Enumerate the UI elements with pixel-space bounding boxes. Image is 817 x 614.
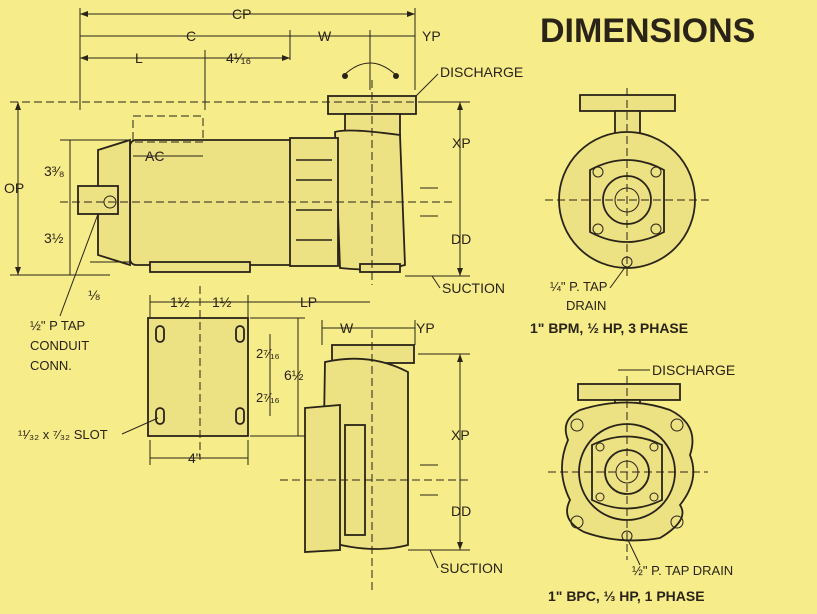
suction-label-top: SUCTION xyxy=(442,280,505,296)
dd-label-top: DD xyxy=(451,231,471,247)
suction-label-bottom: SUCTION xyxy=(440,560,503,576)
bpc-caption: 1" BPC, ⅓ HP, 1 PHASE xyxy=(548,588,705,604)
w-label-bottom: W xyxy=(340,320,354,336)
dd-label-bottom: DD xyxy=(451,503,471,519)
left-dimension-lines xyxy=(10,102,130,276)
l-label: L xyxy=(135,50,143,66)
tap-drain-line-1: ¼" P. TAP xyxy=(550,279,607,294)
tap-drain-line-2: DRAIN xyxy=(566,298,606,313)
fraction-3-3-8: 3³⁄₈ xyxy=(44,163,65,179)
fraction-1-1-2-a: 1½ xyxy=(170,294,190,310)
op-label: OP xyxy=(4,180,24,196)
bpm-caption: 1" BPM, ½ HP, 3 PHASE xyxy=(530,320,688,336)
fraction-4-1-16: 4¹⁄₁₆ xyxy=(226,50,251,66)
yp-label-top: YP xyxy=(422,28,441,44)
ac-label: AC xyxy=(145,148,164,164)
fraction-3-1-2: 3½ xyxy=(44,230,64,246)
discharge-label-top: DISCHARGE xyxy=(440,64,523,80)
xp-label-top: XP xyxy=(452,135,471,151)
xp-label-bottom: XP xyxy=(451,427,470,443)
lp-label: LP xyxy=(300,294,317,310)
w-label-top: W xyxy=(318,28,332,44)
page-title: DIMENSIONS xyxy=(540,12,755,50)
right-dimension-lines-top xyxy=(405,101,470,277)
base-plate xyxy=(147,286,370,465)
c-label: C xyxy=(186,28,196,44)
four-inch-label: 4" xyxy=(188,450,201,466)
bpm-front-view xyxy=(545,88,712,280)
yp-label-bottom: YP xyxy=(416,320,435,336)
fraction-1-8: ⅛ xyxy=(88,287,100,303)
fraction-1-1-2-b: 1½ xyxy=(212,294,232,310)
fraction-6-1-2: 6½ xyxy=(284,367,304,383)
fraction-2-7-16-a: 2⁷⁄₁₆ xyxy=(256,346,280,361)
bolt-arc xyxy=(342,62,398,77)
conduit-line-1: ½" P TAP xyxy=(30,318,85,333)
tap-drain-bottom: ½" P. TAP DRAIN xyxy=(632,563,733,578)
slot-label: ¹¹⁄₃₂ x ⁷⁄₃₂ SLOT xyxy=(18,427,108,442)
pump-side-view xyxy=(77,95,417,273)
bpc-front-view xyxy=(548,376,708,560)
conduit-line-2: CONDUIT xyxy=(30,338,89,353)
pump-lower-side-view xyxy=(280,320,470,590)
fraction-2-7-16-b: 2⁷⁄₁₆ xyxy=(256,390,280,405)
discharge-label-right: DISCHARGE xyxy=(652,362,735,378)
cp-label: CP xyxy=(232,6,251,22)
conduit-line-3: CONN. xyxy=(30,358,72,373)
top-dimension-lines xyxy=(79,8,416,110)
